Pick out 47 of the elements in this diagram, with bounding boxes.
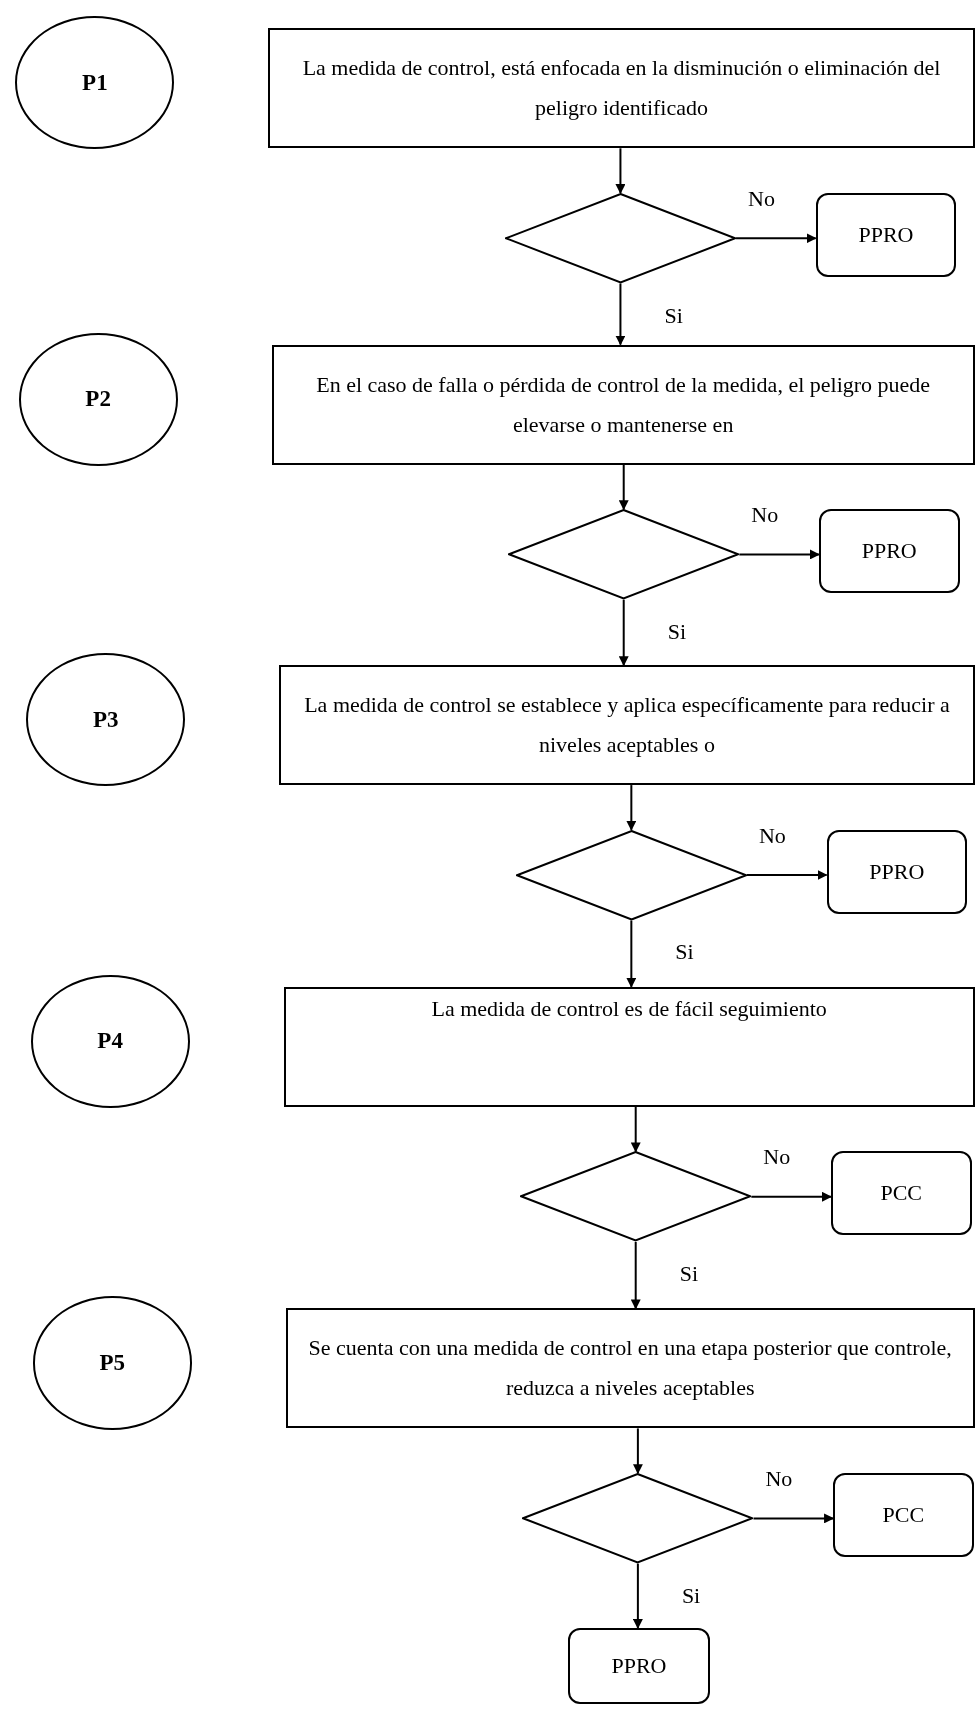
process-box (268, 28, 975, 149)
process-box (271, 344, 975, 465)
box-text: PPRO (858, 220, 914, 249)
box-text: P1 (82, 68, 108, 97)
box-text: PPRO (869, 857, 925, 886)
arrow (615, 147, 626, 194)
arrow (745, 870, 828, 881)
arrow (752, 1513, 835, 1524)
box-text: P5 (99, 1349, 126, 1377)
arrow (615, 282, 626, 346)
arrow (630, 1240, 641, 1310)
outcome-box (815, 193, 957, 277)
outcome-box (818, 509, 960, 594)
box-text: La medida de control, está enfocada en la disminución o eliminación del peligro identificado (301, 54, 942, 123)
arrow (626, 784, 637, 831)
outcome-box (833, 1473, 974, 1558)
box-text: P2 (85, 385, 111, 414)
box-text: PPRO (611, 1652, 667, 1681)
step-ellipse (32, 1296, 192, 1430)
box-text: PPRO (861, 537, 917, 566)
step-ellipse (30, 974, 190, 1108)
outcome-box (830, 1151, 972, 1236)
arrow (738, 549, 820, 560)
outcome-box (826, 829, 968, 914)
step-ellipse (18, 332, 178, 466)
step-ellipse (26, 653, 186, 787)
arrow (618, 463, 629, 511)
arrow (626, 919, 637, 988)
box-text: La medida de control se establece y aplica específicamente para reducir a niveles aceptables o (303, 691, 951, 760)
arrow (632, 1562, 643, 1629)
arrow (735, 233, 817, 244)
box-text: PCC (880, 1179, 922, 1208)
outcome-box (568, 1627, 710, 1705)
box-text: P3 (92, 705, 119, 734)
arrow (630, 1105, 641, 1153)
box-text: P4 (97, 1027, 123, 1056)
box-text: La medida de control es de fácil seguimiento (431, 994, 827, 1023)
box-text: Se cuenta con una medida de control en una etapa posterior que controle, reduzca a niveles aceptables (307, 1334, 953, 1403)
arrow (618, 598, 629, 667)
arrow (632, 1427, 643, 1475)
step-ellipse (15, 16, 175, 150)
process-box (283, 986, 975, 1107)
process-box (285, 1308, 975, 1429)
box-text: PCC (882, 1501, 925, 1530)
arrow (750, 1191, 832, 1202)
process-box (279, 665, 975, 786)
box-text: En el caso de falla o pérdida de control de la medida, el peligro puede elevarse o mantenerse en (315, 370, 932, 439)
